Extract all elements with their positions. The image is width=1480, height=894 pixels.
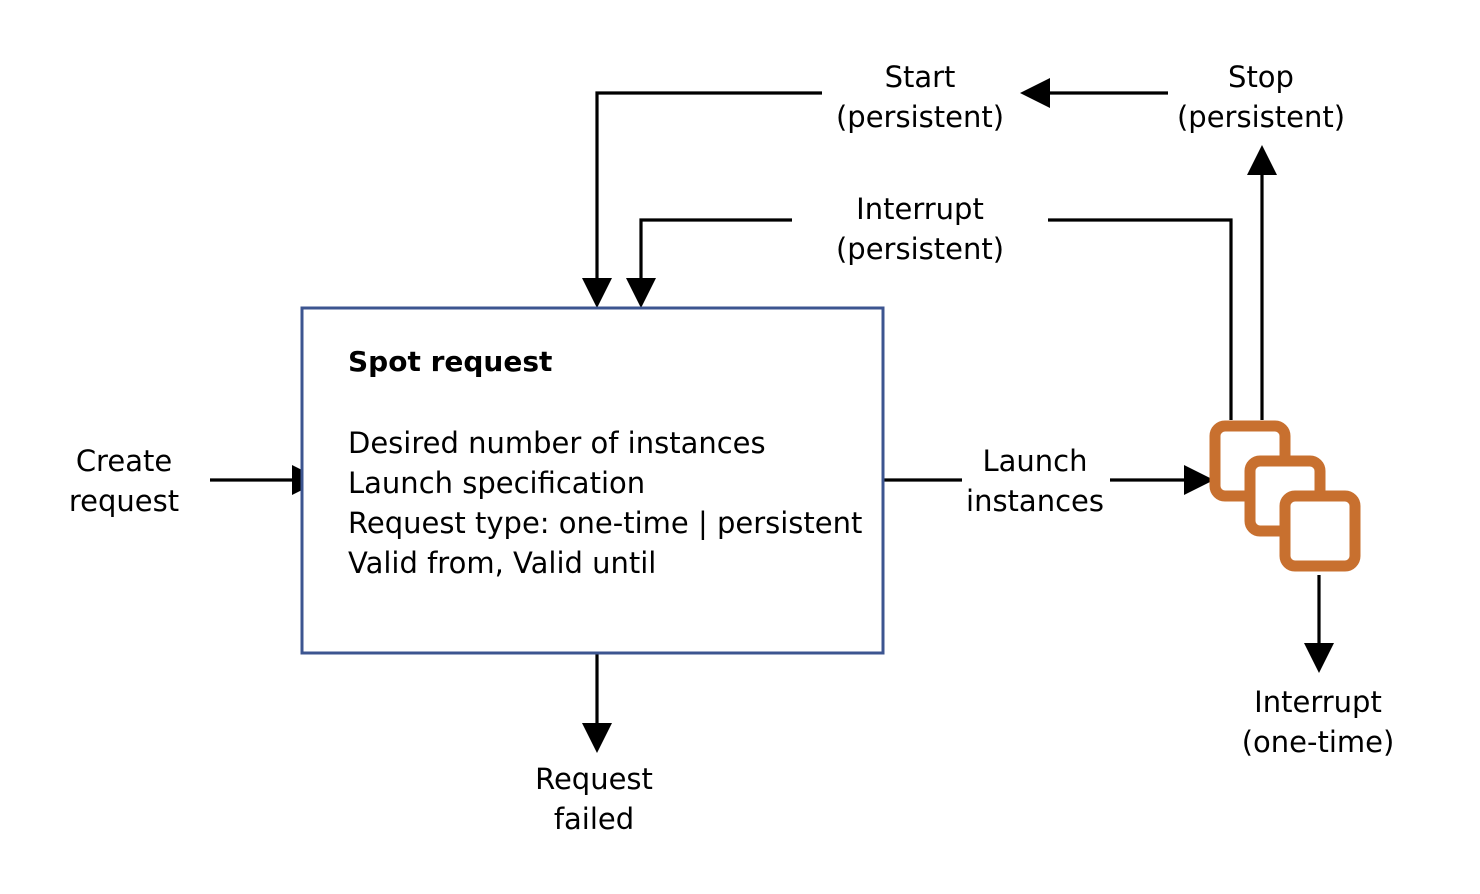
stop-persistent-edge <box>1020 78 1168 108</box>
instance-card-front <box>1279 490 1361 572</box>
start-persistent-arrowhead <box>582 278 612 308</box>
request-failed-label-line1: Request <box>535 762 653 796</box>
spot-request-box <box>300 306 885 655</box>
start-persistent-label-line1: Start <box>885 60 956 94</box>
start-persistent-label: Start (persistent) <box>836 60 1004 134</box>
interrupt-persistent-line-left <box>639 218 792 278</box>
launch-instances-label-line2: instances <box>966 484 1104 518</box>
interrupt-persistent-label: Interrupt (persistent) <box>836 192 1004 266</box>
stop-persistent-label: Stop (persistent) <box>1177 60 1345 134</box>
stop-persistent-up-edge <box>1247 145 1277 420</box>
interrupt-one-time-label: Interrupt (one-time) <box>1242 685 1395 759</box>
launch-instances-edge-right <box>1110 465 1214 495</box>
stop-persistent-label-line2: (persistent) <box>1177 100 1345 134</box>
create-request-label: Create request <box>69 444 179 518</box>
launch-instances-label: Launch instances <box>966 444 1104 518</box>
launch-instances-label-line1: Launch <box>982 444 1087 478</box>
launch-instances-arrowhead <box>1184 465 1214 495</box>
start-persistent-line <box>595 91 822 278</box>
create-request-label-line1: Create <box>76 444 172 478</box>
spot-request-attr-0: Desired number of instances <box>348 426 766 460</box>
spot-request-title: Spot request <box>348 345 552 378</box>
stop-persistent-arrowhead <box>1020 78 1050 108</box>
interrupt-one-time-label-line2: (one-time) <box>1242 725 1395 759</box>
spot-request-attr-1: Launch specification <box>348 466 645 500</box>
interrupt-persistent-arrowhead <box>626 278 656 308</box>
request-failed-label-line2: failed <box>554 802 634 836</box>
stop-persistent-up-arrowhead <box>1247 145 1277 175</box>
interrupt-one-time-label-line1: Interrupt <box>1254 685 1382 719</box>
interrupt-one-time-edge <box>1304 575 1334 673</box>
interrupt-persistent-label-line1: Interrupt <box>856 192 984 226</box>
stop-persistent-label-line1: Stop <box>1228 60 1294 94</box>
request-failed-label: Request failed <box>535 762 653 836</box>
interrupt-persistent-edge <box>626 218 1233 420</box>
interrupt-persistent-label-line2: (persistent) <box>836 232 1004 266</box>
start-persistent-label-line2: (persistent) <box>836 100 1004 134</box>
request-failed-edge <box>582 653 612 753</box>
interrupt-one-time-arrowhead <box>1304 643 1334 673</box>
create-request-label-line2: request <box>69 484 179 518</box>
request-failed-arrowhead <box>582 723 612 753</box>
spot-request-attr-3: Valid from, Valid until <box>348 546 656 580</box>
spot-request-attr-2: Request type: one-time | persistent <box>348 506 862 540</box>
instances-stack-icon <box>1209 420 1361 572</box>
interrupt-persistent-line-right <box>1048 218 1233 420</box>
start-persistent-edge <box>582 91 822 308</box>
